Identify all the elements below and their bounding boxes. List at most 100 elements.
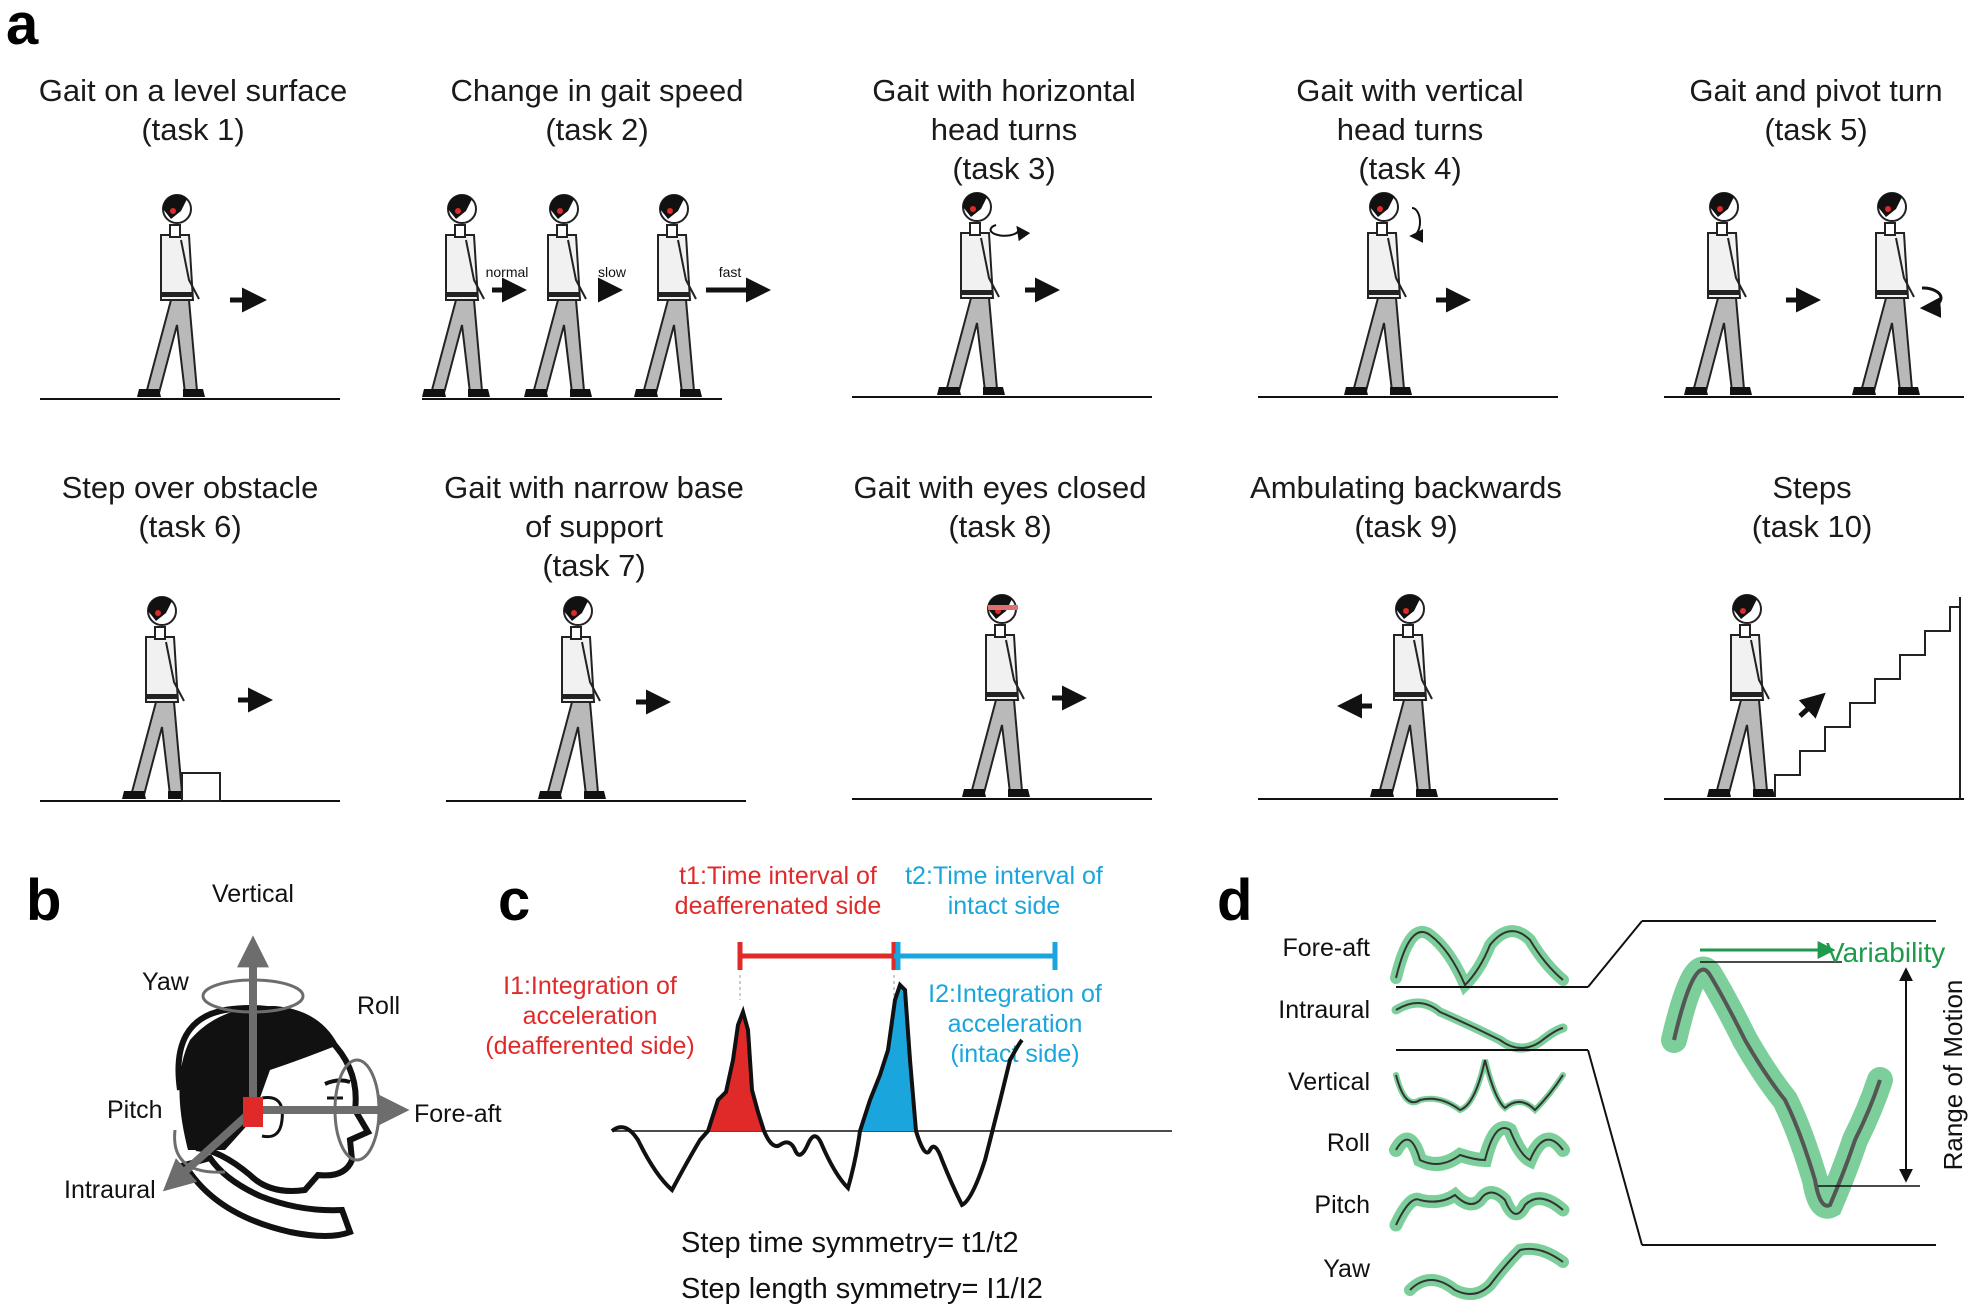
svg-text:(task 5): (task 5): [1764, 112, 1867, 147]
t1-interval-bar: [737, 942, 897, 970]
signal-trace-fore-aft: [1390, 925, 1588, 996]
signal-trace-pitch: [1389, 1186, 1570, 1232]
svg-text:I2:Integration of: I2:Integration of: [928, 980, 1102, 1008]
task-6-scene: [40, 595, 340, 802]
task-8-title: Gait with eyes closed (task 8): [854, 470, 1147, 544]
signal-label-pitch: Pitch: [1314, 1191, 1370, 1219]
svg-text:(task 7): (task 7): [542, 548, 645, 583]
head-turn-horizontal-icon: [989, 224, 1031, 242]
task-3-scene: [852, 191, 1152, 398]
task-7-scene: [446, 595, 746, 802]
task-4-scene: [1258, 191, 1558, 398]
step-length-symmetry-formula: Step length symmetry= I1/I2: [681, 1273, 1043, 1305]
t2-interval-bar: [894, 942, 1058, 970]
t1-label: t1:Time interval of deafferenated side: [675, 862, 882, 920]
task-2-scene: normal slow fast: [421, 193, 771, 400]
axis-label-fore-aft: Fore-aft: [414, 1100, 502, 1128]
pitch-rotation-icon: [173, 1129, 226, 1174]
signal-trace-intraural: [1391, 998, 1588, 1053]
t2-label: t2:Time interval of intact side: [905, 862, 1103, 920]
svg-text:Ambulating backwards: Ambulating backwards: [1250, 470, 1562, 505]
blindfold: [988, 605, 1018, 610]
axis-label-vertical: Vertical: [212, 880, 294, 908]
head-sensor: [243, 1097, 263, 1127]
svg-text:Change in gait speed: Change in gait speed: [450, 73, 743, 108]
zoomed-signal-trace: [1661, 956, 1893, 1219]
variability-label: Variability: [1826, 937, 1945, 968]
yaw-rotation-icon: [201, 978, 305, 1014]
svg-text:Steps: Steps: [1772, 470, 1851, 505]
signal-label-intraural: Intraural: [1278, 996, 1370, 1024]
axis-label-yaw: Yaw: [142, 968, 190, 996]
svg-text:Gait with narrow base: Gait with narrow base: [444, 470, 744, 505]
svg-text:(deafferented side): (deafferented side): [485, 1032, 694, 1060]
svg-text:Gait on a level surface: Gait on a level surface: [39, 73, 347, 108]
svg-text:(task 6): (task 6): [138, 509, 241, 544]
task-9-title: Ambulating backwards (task 9): [1250, 470, 1562, 544]
svg-text:Gait and pivot turn: Gait and pivot turn: [1689, 73, 1942, 108]
task-4-title: Gait with vertical head turns (task 4): [1296, 73, 1523, 186]
svg-text:Gait with horizontal: Gait with horizontal: [872, 73, 1136, 108]
signal-label-yaw: Yaw: [1323, 1255, 1371, 1283]
svg-text:Gait with vertical: Gait with vertical: [1296, 73, 1523, 108]
svg-text:Step over obstacle: Step over obstacle: [62, 470, 319, 505]
task-8-scene: [852, 593, 1152, 800]
task-7-title: Gait with narrow base of support (task 7…: [444, 470, 744, 583]
axis-label-intraural: Intraural: [64, 1176, 156, 1204]
svg-text:head turns: head turns: [931, 112, 1078, 147]
signal-trace-vertical: [1393, 1059, 1566, 1115]
signal-label-fore-aft: Fore-aft: [1282, 934, 1370, 962]
staircase: [1774, 597, 1961, 797]
svg-text:(task 10): (task 10): [1752, 509, 1873, 544]
step-time-symmetry-formula: Step time symmetry= t1/t2: [681, 1227, 1019, 1259]
svg-text:(task 8): (task 8): [948, 509, 1051, 544]
task-9-scene: [1258, 593, 1558, 800]
task-1-title: Gait on a level surface (task 1): [39, 73, 347, 147]
svg-text:head turns: head turns: [1337, 112, 1484, 147]
i1-label: I1:Integration of acceleration (deaffere…: [485, 972, 694, 1060]
task-5-scene: [1664, 191, 1964, 398]
svg-text:(task 1): (task 1): [141, 112, 244, 147]
signal-label-roll: Roll: [1327, 1129, 1370, 1157]
panel-letter-c: c: [498, 868, 530, 933]
svg-text:Gait with eyes closed: Gait with eyes closed: [854, 470, 1147, 505]
svg-text:acceleration: acceleration: [948, 1010, 1083, 1038]
acceleration-trace: [610, 981, 1024, 1208]
signal-label-vertical: Vertical: [1288, 1068, 1370, 1096]
pivot-turn-icon: [1919, 286, 1943, 318]
task-10-scene: [1664, 593, 1964, 800]
svg-text:(task 3): (task 3): [952, 151, 1055, 186]
signal-trace-roll: [1389, 1121, 1570, 1171]
task-5-title: Gait and pivot turn (task 5): [1689, 73, 1942, 147]
svg-text:t1:Time interval of: t1:Time interval of: [679, 862, 877, 890]
head-axes: [162, 935, 410, 1192]
task-1-scene: [40, 193, 340, 400]
speed-label-normal: normal: [486, 264, 529, 280]
svg-text:acceleration: acceleration: [523, 1002, 658, 1030]
svg-text:(task 4): (task 4): [1358, 151, 1461, 186]
speed-label-fast: fast: [719, 264, 742, 280]
svg-text:(task 2): (task 2): [545, 112, 648, 147]
axis-label-pitch: Pitch: [107, 1096, 163, 1124]
task-10-title: Steps (task 10): [1752, 470, 1873, 544]
panel-letter-d: d: [1217, 868, 1252, 933]
roll-rotation-icon: [333, 1058, 381, 1162]
svg-text:intact side: intact side: [948, 892, 1061, 920]
task-3-title: Gait with horizontal head turns (task 3): [872, 73, 1136, 186]
head-turn-vertical-icon: [1409, 207, 1424, 243]
range-of-motion-label: Range of Motion: [1938, 980, 1968, 1171]
svg-text:of support: of support: [525, 509, 663, 544]
panel-letter-b: b: [26, 868, 61, 933]
head-diagram: [175, 1005, 373, 1239]
signal-trace-yaw: [1404, 1242, 1569, 1300]
svg-text:I1:Integration of: I1:Integration of: [503, 972, 677, 1000]
integration-area-deafferented: [708, 1012, 764, 1131]
svg-text:deafferenated side: deafferenated side: [675, 892, 882, 920]
axis-label-roll: Roll: [357, 992, 400, 1020]
panel-letter-a: a: [6, 0, 39, 57]
svg-text:t2:Time interval of: t2:Time interval of: [905, 862, 1103, 890]
task-2-title: Change in gait speed (task 2): [450, 73, 743, 147]
svg-text:(task 9): (task 9): [1354, 509, 1457, 544]
task-6-title: Step over obstacle (task 6): [62, 470, 319, 544]
